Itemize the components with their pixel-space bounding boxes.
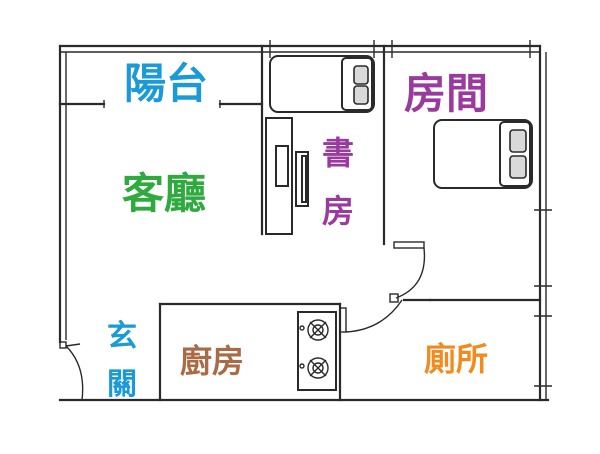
interior-walls	[158, 44, 542, 402]
entrance-label-bottom: 關	[107, 367, 137, 402]
balcony-bed	[269, 55, 375, 113]
study-label-top: 書	[322, 134, 354, 172]
balcony-wall	[58, 100, 264, 108]
study-desk	[265, 117, 309, 235]
entrance-label-top: 玄	[107, 319, 137, 354]
stove	[297, 311, 337, 391]
entrance-door	[59, 341, 84, 401]
living-room-label: 客廳	[122, 169, 206, 218]
window-marks	[269, 40, 552, 387]
kitchen-label: 廚房	[180, 342, 244, 380]
toilet-door	[339, 299, 403, 333]
bedroom-label: 房間	[404, 69, 488, 118]
exterior-walls	[58, 44, 550, 402]
bedroom-door	[389, 241, 426, 303]
toilet-label: 廁所	[424, 340, 488, 378]
balcony-label: 陽台	[124, 59, 208, 108]
study-label-bottom: 房	[322, 192, 354, 230]
bedroom-bed	[433, 119, 533, 189]
